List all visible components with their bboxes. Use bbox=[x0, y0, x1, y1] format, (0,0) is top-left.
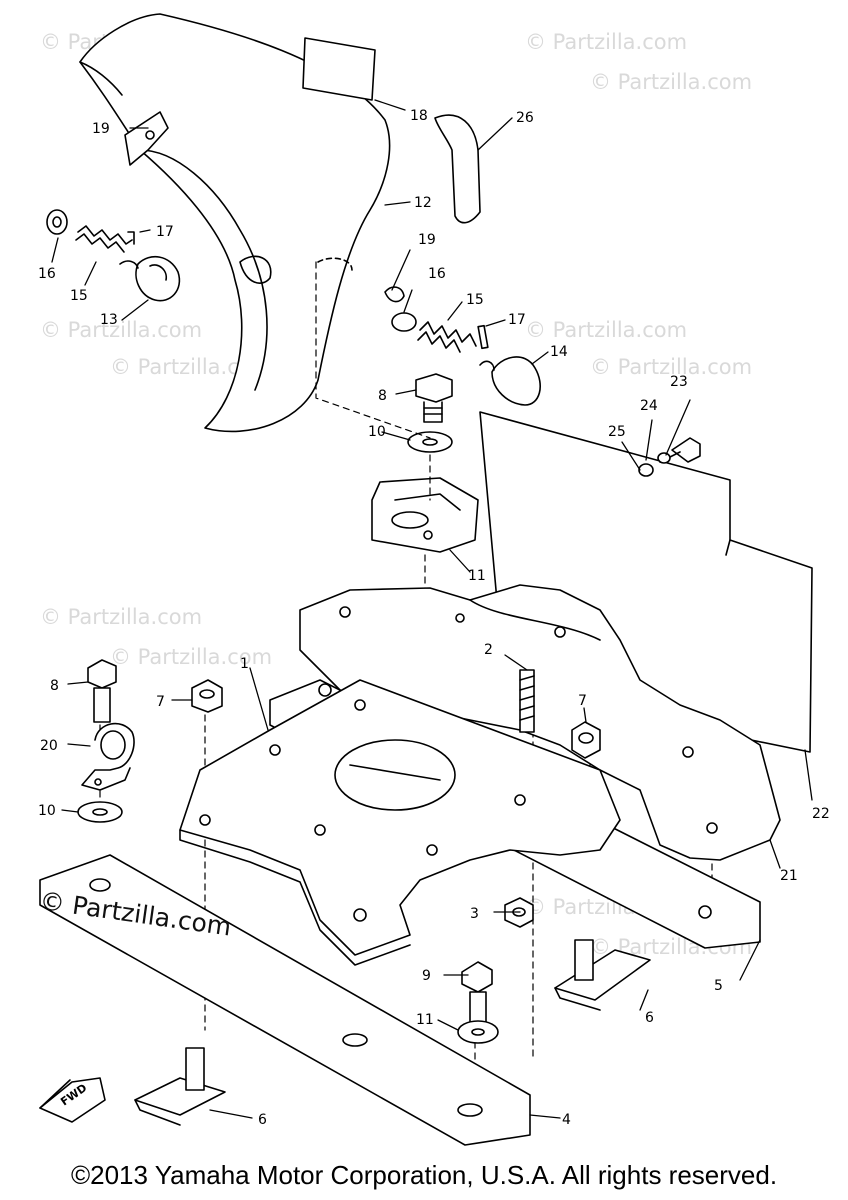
callout-23: 23 bbox=[670, 374, 688, 390]
right-knob-assembly bbox=[384, 286, 541, 406]
fwd-arrow: FWD bbox=[39, 1077, 106, 1123]
left-knob-assembly bbox=[46, 209, 181, 302]
nut-right bbox=[571, 721, 601, 759]
callout-21: 21 bbox=[780, 868, 798, 884]
callout-8: 8 bbox=[378, 388, 387, 404]
callout-8: 8 bbox=[50, 678, 59, 694]
washer-lower bbox=[457, 1020, 499, 1044]
t-bolt-left bbox=[134, 1047, 226, 1126]
callout-14: 14 bbox=[550, 344, 568, 360]
callout-26: 26 bbox=[516, 110, 534, 126]
callout-18: 18 bbox=[410, 108, 428, 124]
callout-19: 19 bbox=[92, 121, 110, 137]
callout-15: 15 bbox=[466, 292, 484, 308]
bolt-left bbox=[87, 659, 117, 723]
callout-16: 16 bbox=[428, 266, 446, 282]
callout-11: 11 bbox=[416, 1012, 434, 1028]
callout-22: 22 bbox=[812, 806, 830, 822]
bolt-upper bbox=[415, 373, 453, 423]
bolt-lower bbox=[461, 961, 493, 1025]
label-plate bbox=[302, 37, 376, 101]
screw-set bbox=[638, 437, 701, 477]
callout-3: 3 bbox=[470, 906, 479, 922]
callout-6: 6 bbox=[258, 1112, 267, 1128]
callout-6: 6 bbox=[645, 1010, 654, 1026]
callout-17: 17 bbox=[508, 312, 526, 328]
callout-10: 10 bbox=[368, 424, 386, 440]
leader-lines bbox=[51, 99, 813, 1119]
callout-7: 7 bbox=[578, 693, 587, 709]
callout-10: 10 bbox=[38, 803, 56, 819]
stud-bolt bbox=[519, 669, 535, 733]
clip-bracket bbox=[124, 111, 169, 166]
callout-12: 12 bbox=[414, 195, 432, 211]
copyright-notice: ©2013 Yamaha Motor Corporation, U.S.A. A… bbox=[70, 1160, 778, 1190]
callout-7: 7 bbox=[156, 694, 165, 710]
callout-20: 20 bbox=[40, 738, 58, 754]
callout-2: 2 bbox=[484, 642, 493, 658]
callout-1: 1 bbox=[240, 656, 249, 672]
callout-9: 9 bbox=[422, 968, 431, 984]
hinge-bracket bbox=[371, 477, 479, 553]
t-bolt-right bbox=[554, 939, 651, 1011]
washer-upper bbox=[407, 431, 453, 453]
callout-15: 15 bbox=[70, 288, 88, 304]
callout-13: 13 bbox=[100, 312, 118, 328]
callout-16: 16 bbox=[38, 266, 56, 282]
callout-25: 25 bbox=[608, 424, 626, 440]
rubber-pad bbox=[434, 114, 481, 224]
washer-left bbox=[77, 801, 123, 823]
mounting-plate bbox=[179, 679, 621, 966]
callout-5: 5 bbox=[714, 978, 723, 994]
callout-19: 19 bbox=[418, 232, 436, 248]
nut-left bbox=[191, 679, 223, 713]
callout-17: 17 bbox=[156, 224, 174, 240]
front-rail bbox=[39, 854, 531, 1146]
clamp bbox=[81, 722, 135, 791]
callout-11: 11 bbox=[468, 568, 486, 584]
callout-4: 4 bbox=[562, 1112, 571, 1128]
callout-24: 24 bbox=[640, 398, 658, 414]
